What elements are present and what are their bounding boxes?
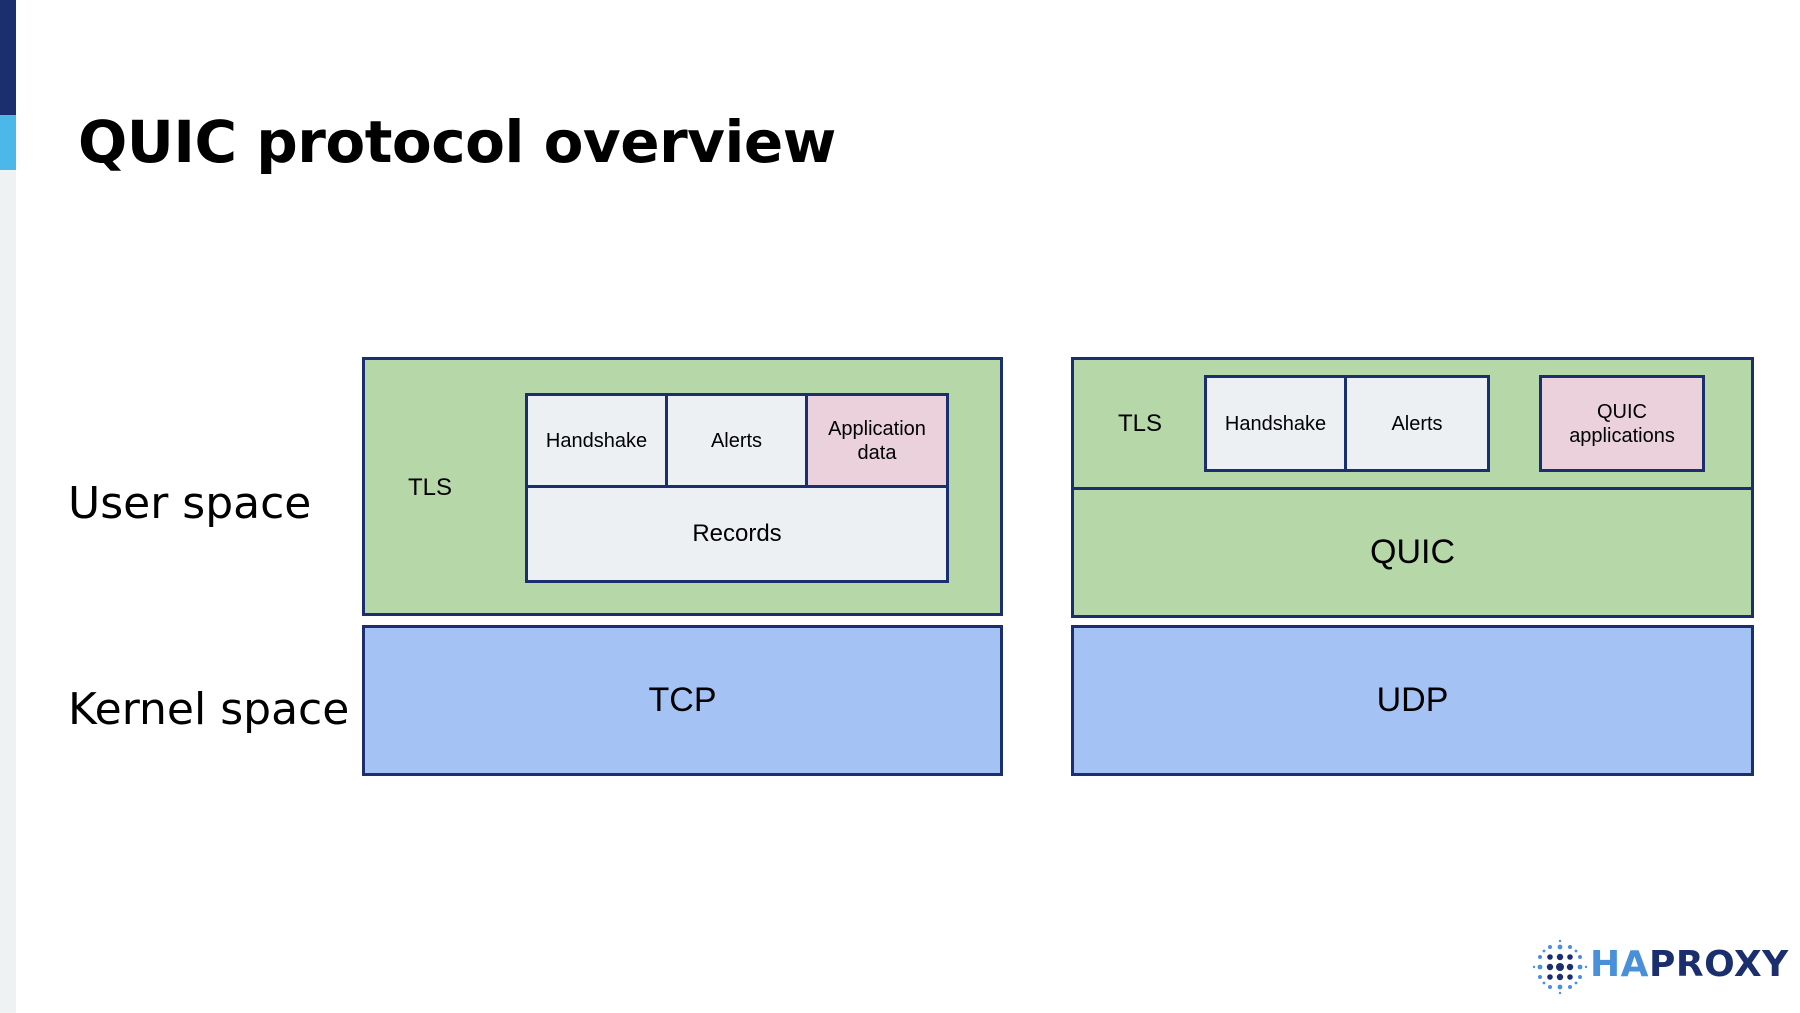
kernel-space-label: Kernel space xyxy=(68,684,350,735)
quic-stack-handshake-box: Handshake xyxy=(1204,375,1347,472)
tcp-stack-tls-label: TLS xyxy=(407,474,452,501)
tcp-stack-application-data-box: Application data xyxy=(805,393,949,488)
haproxy-dot-grid-icon xyxy=(1530,937,1590,997)
haproxy-logo-ha: HA xyxy=(1590,944,1649,985)
user-space-label: User space xyxy=(68,478,312,529)
quic-box: QUIC xyxy=(1071,487,1754,618)
accent-strip xyxy=(0,0,16,1013)
tcp-stack-handshake-box: Handshake xyxy=(525,393,668,488)
quic-stack-alerts-box: Alerts xyxy=(1344,375,1490,472)
haproxy-logo-proxy: PROXY xyxy=(1649,944,1789,985)
accent-bar-dark xyxy=(0,0,16,115)
udp-box: UDP xyxy=(1071,625,1754,776)
quic-stack-quic-applications-box: QUIC applications xyxy=(1539,375,1705,472)
tcp-box: TCP xyxy=(362,625,1003,776)
tcp-stack-alerts-box: Alerts xyxy=(665,393,808,488)
haproxy-logo: HAPROXY xyxy=(1590,944,1789,985)
quic-stack-tls-label: TLS xyxy=(1117,410,1162,437)
tcp-stack-records-box: Records xyxy=(525,485,949,583)
accent-bar-light xyxy=(0,115,16,170)
slide-title: QUIC protocol overview xyxy=(78,108,836,176)
